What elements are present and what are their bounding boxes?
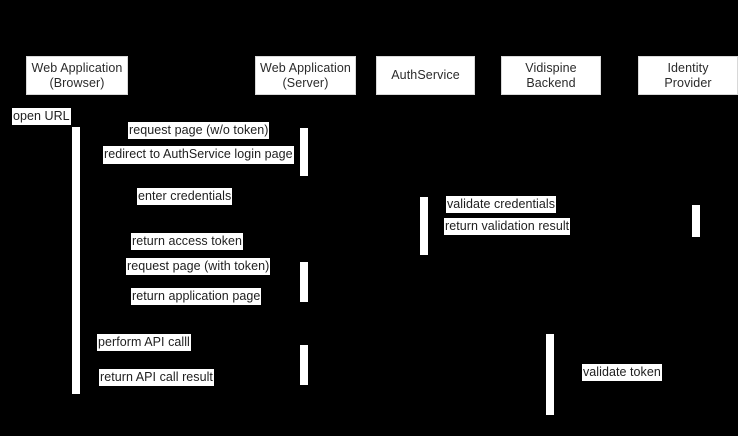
message-label-return-validation-result: return validation result bbox=[444, 218, 571, 235]
participant-box-browser: Web Application(Browser) bbox=[26, 56, 128, 95]
participant-label-line: Backend bbox=[526, 75, 576, 90]
participant-label-line: Identity bbox=[667, 60, 709, 75]
activation-bar-server-3 bbox=[300, 345, 308, 385]
participant-label-line: Provider bbox=[664, 75, 712, 90]
message-label-return-application-page: return application page bbox=[131, 288, 262, 305]
message-label-open-url: open URL bbox=[12, 108, 71, 125]
participant-label-line: Web Application bbox=[260, 60, 351, 75]
message-label-return-api-call-result: return API call result bbox=[99, 369, 214, 386]
activation-bar-server-1 bbox=[300, 128, 308, 176]
message-label-return-access-token: return access token bbox=[131, 233, 244, 250]
participant-label-line: (Browser) bbox=[49, 75, 105, 90]
activation-bar-browser-main bbox=[72, 127, 80, 394]
message-label-request-page-with-token: request page (with token) bbox=[126, 258, 271, 275]
activation-bar-server-2 bbox=[300, 262, 308, 302]
participant-label-line: Vidispine bbox=[525, 60, 577, 75]
message-label-enter-credentials: enter credentials bbox=[137, 188, 233, 205]
message-label-redirect-auth: redirect to AuthService login page bbox=[103, 146, 294, 164]
activation-bar-auth-1 bbox=[420, 197, 428, 255]
participant-label-line: (Server) bbox=[282, 75, 329, 90]
participant-box-server: Web Application(Server) bbox=[255, 56, 356, 95]
message-label-request-page-no-token: request page (w/o token) bbox=[128, 122, 270, 139]
message-label-validate-token: validate token bbox=[582, 364, 662, 381]
participant-label-line: AuthService bbox=[391, 68, 460, 82]
activation-bar-idp-1 bbox=[692, 205, 700, 237]
message-label-perform-api-call: perform API calll bbox=[97, 334, 191, 351]
activation-bar-vidispine-1 bbox=[546, 334, 554, 415]
participant-box-auth: AuthService bbox=[376, 56, 475, 95]
participant-label-line: Web Application bbox=[31, 60, 123, 75]
message-label-validate-credentials: validate credentials bbox=[446, 196, 557, 213]
